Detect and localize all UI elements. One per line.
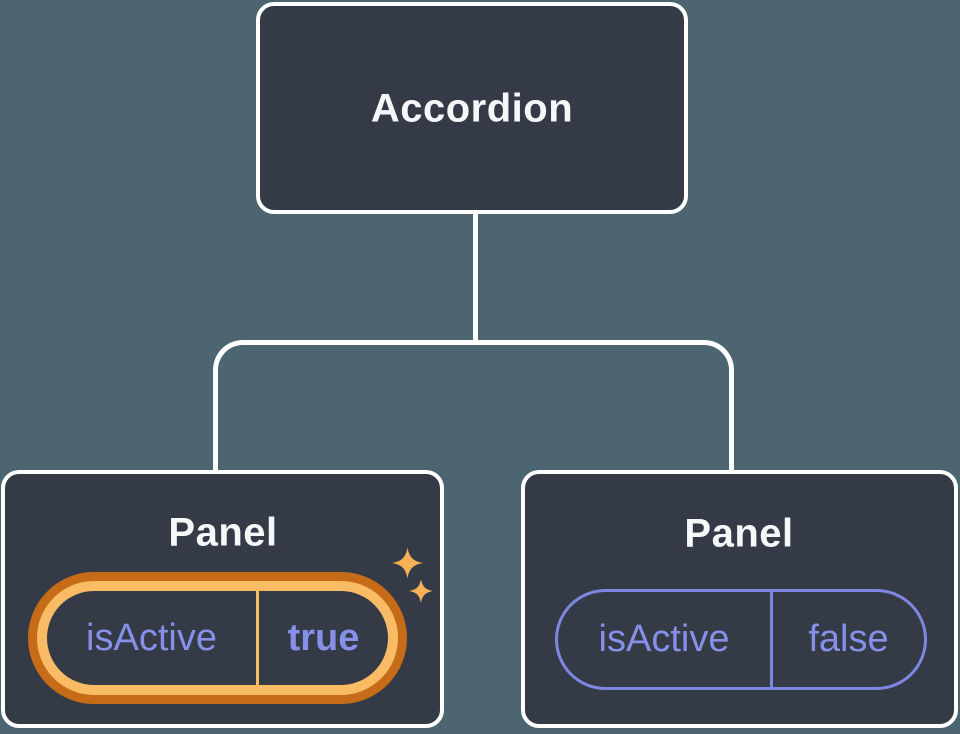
panel-node-active-label: Panel bbox=[168, 510, 278, 555]
prop-pill-divider bbox=[256, 591, 259, 685]
prop-name-label: isActive bbox=[86, 616, 217, 659]
panel-node-inactive-label: Panel bbox=[684, 511, 794, 556]
prop-pill-active-cavity: isActive true bbox=[47, 591, 388, 685]
accordion-node bbox=[256, 2, 688, 214]
sparkle-small-icon bbox=[409, 579, 433, 603]
prop-pill-active: isActive true bbox=[28, 572, 407, 704]
prop-value-label: false bbox=[808, 618, 889, 660]
accordion-node-label: Accordion bbox=[370, 86, 574, 131]
prop-pill-divider bbox=[770, 592, 773, 687]
connector-stem-line bbox=[473, 214, 478, 342]
prop-pill-inactive: isActive false bbox=[555, 589, 927, 690]
prop-name-label: isActive bbox=[598, 618, 730, 660]
sparkle-large-icon bbox=[392, 547, 423, 579]
prop-value-label: true bbox=[287, 616, 360, 659]
connector-branch-bracket bbox=[213, 340, 734, 470]
